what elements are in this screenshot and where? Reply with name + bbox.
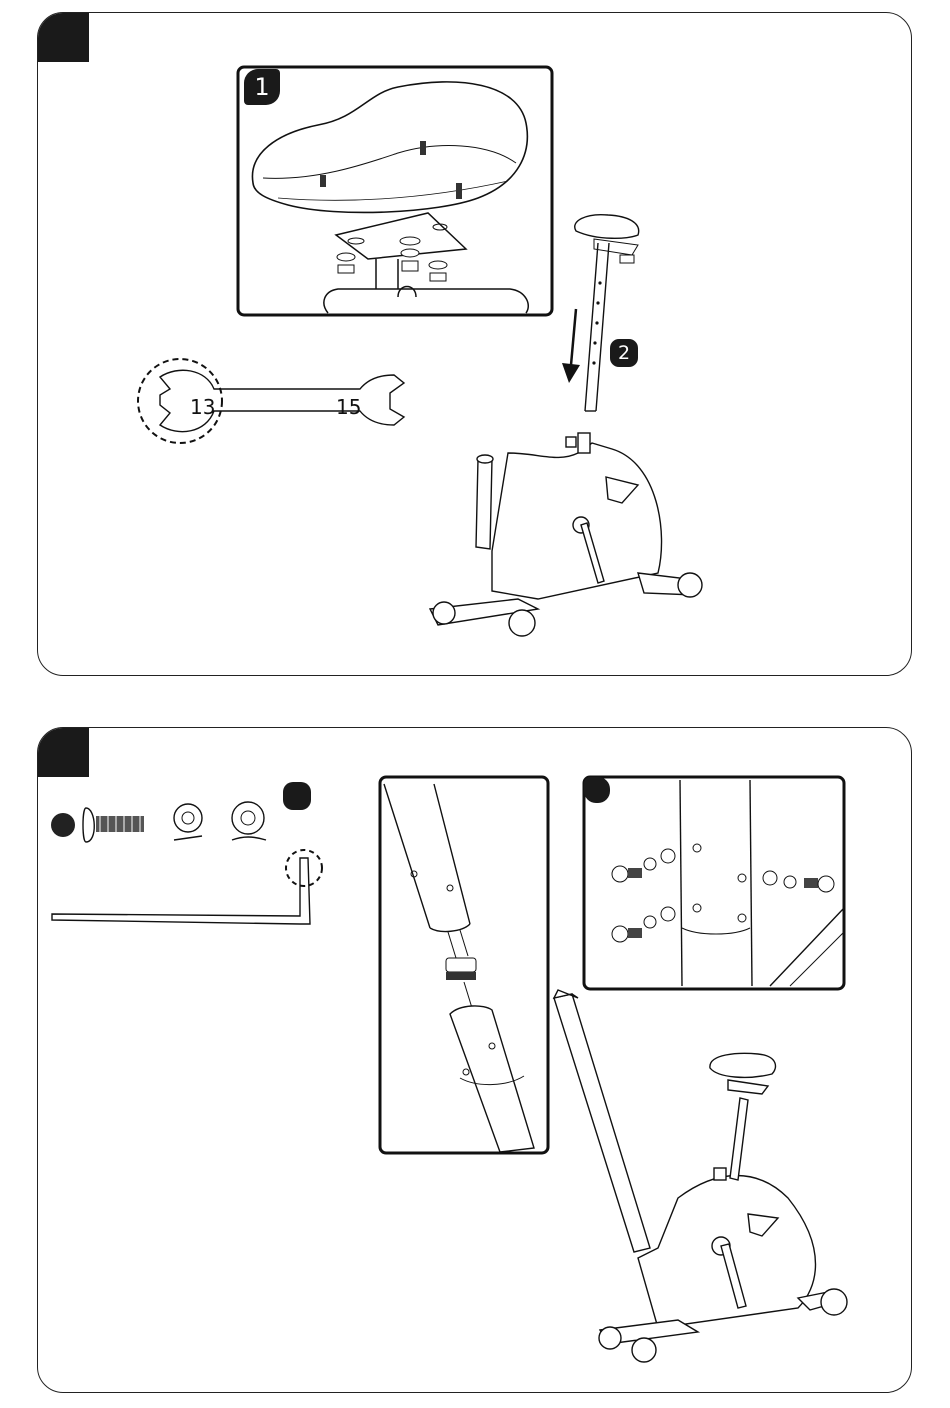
hex-key-tool xyxy=(52,850,322,924)
arrow-step-badge: 2 xyxy=(610,339,638,367)
bolt-detail-badge xyxy=(584,777,610,803)
assembly-step-panel-handlebar xyxy=(37,727,912,1393)
hardware-parts xyxy=(51,802,266,842)
detail-step-badge: 1 xyxy=(244,69,280,105)
tube-joint-inset xyxy=(380,777,548,1153)
bolt-detail-inset xyxy=(584,777,844,989)
assembly-step-panel-seat: 1 2 13 15 xyxy=(37,12,912,676)
wrench-size-large: 15 xyxy=(336,395,361,419)
seat-assembly-illustration xyxy=(38,13,912,676)
wrench-tool xyxy=(138,359,404,443)
wrench-size-small: 13 xyxy=(190,395,215,419)
exercise-bike-assembled xyxy=(554,990,847,1362)
seat-post-part xyxy=(575,215,639,411)
hardware-step-badge xyxy=(283,782,311,810)
insertion-arrow xyxy=(562,309,580,383)
handlebar-assembly-illustration xyxy=(38,728,912,1393)
seat-detail-inset xyxy=(238,67,552,315)
exercise-bike-frame xyxy=(430,433,702,636)
